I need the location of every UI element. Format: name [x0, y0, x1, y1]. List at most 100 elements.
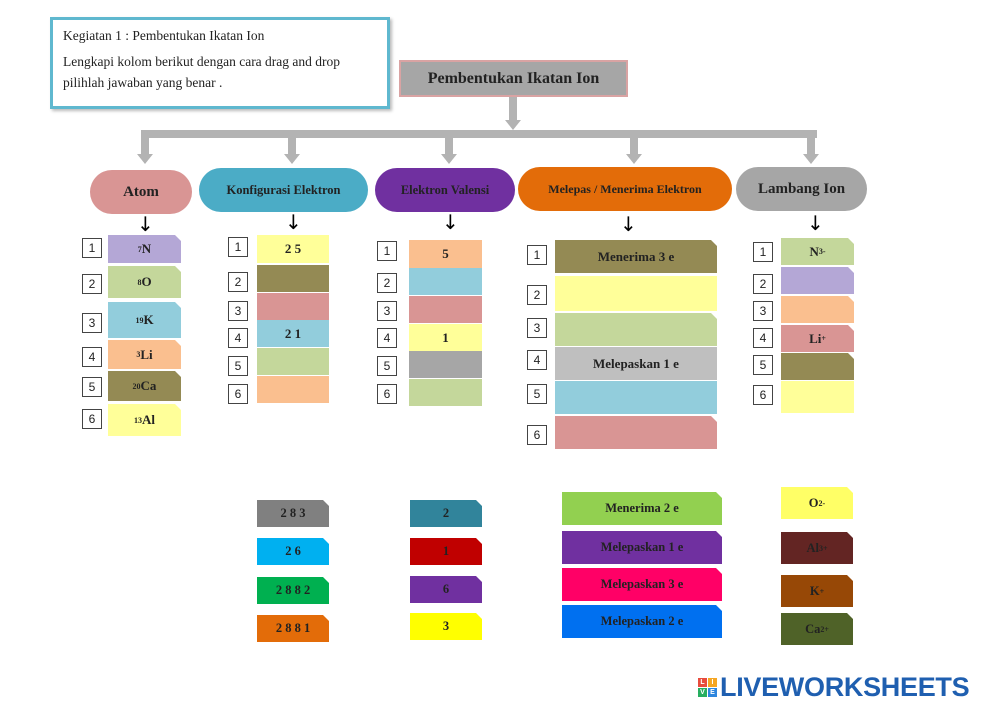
- valensi-cell: 1: [409, 324, 482, 351]
- konfigurasi-drop-target[interactable]: [257, 376, 329, 403]
- melepas-drop-target[interactable]: [555, 276, 717, 311]
- drag-tile-valensi[interactable]: 1: [410, 538, 482, 565]
- header-melepas: Melepas / Menerima Elektron: [518, 167, 732, 211]
- instructions-box: Kegiatan 1 : Pembentukan Ikatan Ion Leng…: [50, 17, 390, 109]
- row-number: 4: [527, 350, 547, 370]
- arrow-down-icon: ↓: [620, 212, 637, 236]
- drag-tile-valensi[interactable]: 6: [410, 576, 482, 603]
- connector-branch-atom: [141, 130, 149, 154]
- drag-tile-lambang[interactable]: K+: [781, 575, 853, 607]
- row-number: 3: [228, 301, 248, 321]
- row-number: 5: [377, 356, 397, 376]
- arrow-down-icon: ↓: [285, 210, 302, 234]
- row-number: 2: [527, 285, 547, 305]
- row-number: 6: [377, 384, 397, 404]
- lambang-drop-target[interactable]: [781, 296, 854, 323]
- diagram-title: Pembentukan Ikatan Ion: [399, 60, 628, 97]
- drag-tile-konfigurasi[interactable]: 2 8 3: [257, 500, 329, 527]
- row-number: 5: [753, 355, 773, 375]
- konfigurasi-drop-target[interactable]: [257, 293, 329, 320]
- row-number: 5: [228, 356, 248, 376]
- row-number: 1: [82, 238, 102, 258]
- logo-text: LIVEWORKSHEETS: [720, 672, 970, 702]
- instruction-line-1: Lengkapi kolom berikut dengan cara drag …: [63, 54, 341, 70]
- connector-branch-konfigurasi: [288, 130, 296, 154]
- row-number: 6: [82, 409, 102, 429]
- header-atom: Atom: [90, 170, 192, 214]
- row-number: 2: [82, 274, 102, 294]
- valensi-cell: 5: [409, 240, 482, 268]
- connector-bar: [141, 130, 817, 138]
- instruction-line-2: pilihlah jawaban yang benar .: [63, 74, 223, 90]
- liveworksheets-logo: L I V E LIVEWORKSHEETS: [698, 672, 970, 703]
- row-number: 5: [527, 384, 547, 404]
- connector-branch-lambang: [807, 130, 815, 154]
- drag-tile-melepas[interactable]: Melepaskan 2 e: [562, 605, 722, 638]
- row-number: 1: [377, 241, 397, 261]
- drag-tile-valensi[interactable]: 3: [410, 613, 482, 640]
- drag-tile-konfigurasi[interactable]: 2 8 8 1: [257, 615, 329, 642]
- row-number: 3: [527, 318, 547, 338]
- arrow-down-icon: ↓: [807, 211, 824, 235]
- row-number: 3: [753, 301, 773, 321]
- row-number: 5: [82, 377, 102, 397]
- connector-arrowhead: [441, 154, 457, 164]
- header-valensi: Elektron Valensi: [375, 168, 515, 212]
- row-number: 2: [377, 273, 397, 293]
- valensi-drop-target[interactable]: [409, 296, 482, 323]
- row-number: 2: [753, 274, 773, 294]
- valensi-drop-target[interactable]: [409, 268, 482, 295]
- connector-arrowhead: [137, 154, 153, 164]
- header-konfigurasi: Konfigurasi Elektron: [199, 168, 368, 212]
- valensi-drop-target[interactable]: [409, 379, 482, 406]
- lambang-drop-target[interactable]: [781, 353, 854, 380]
- connector-arrowhead: [284, 154, 300, 164]
- row-number: 3: [82, 313, 102, 333]
- row-number: 1: [753, 242, 773, 262]
- logo-icon: L I V E: [698, 678, 717, 697]
- connector-branch-melepas: [630, 130, 638, 154]
- valensi-drop-target[interactable]: [409, 351, 482, 378]
- melepas-drop-target[interactable]: [555, 313, 717, 346]
- drag-tile-melepas[interactable]: Melepaskan 1 e: [562, 531, 722, 564]
- melepas-drop-target[interactable]: [555, 416, 717, 449]
- row-number: 1: [527, 245, 547, 265]
- row-number: 6: [228, 384, 248, 404]
- drag-tile-melepas[interactable]: Menerima 2 e: [562, 492, 722, 525]
- row-number: 6: [753, 385, 773, 405]
- row-number: 4: [82, 347, 102, 367]
- konfigurasi-drop-target[interactable]: [257, 348, 329, 375]
- row-number: 1: [228, 237, 248, 257]
- activity-title: Kegiatan 1 : Pembentukan Ikatan Ion: [63, 28, 265, 43]
- drag-tile-melepas[interactable]: Melepaskan 3 e: [562, 568, 722, 601]
- connector-trunk: [509, 97, 517, 122]
- row-number: 6: [527, 425, 547, 445]
- melepas-drop-target[interactable]: [555, 381, 717, 414]
- row-number: 3: [377, 301, 397, 321]
- row-number: 4: [753, 328, 773, 348]
- drag-tile-valensi[interactable]: 2: [410, 500, 482, 527]
- drag-tile-konfigurasi[interactable]: 2 6: [257, 538, 329, 565]
- row-number: 4: [228, 328, 248, 348]
- drag-tile-konfigurasi[interactable]: 2 8 8 2: [257, 577, 329, 604]
- konfigurasi-drop-target[interactable]: [257, 265, 329, 292]
- melepas-cell: Menerima 3 e: [555, 240, 717, 273]
- row-number: 2: [228, 272, 248, 292]
- konfigurasi-cell: 2 1: [257, 320, 329, 347]
- arrow-down-icon: ↓: [442, 210, 459, 234]
- lambang-drop-target[interactable]: [781, 267, 854, 294]
- connector-arrowhead: [505, 120, 521, 130]
- connector-arrowhead: [626, 154, 642, 164]
- arrow-down-icon: ↓: [137, 212, 154, 236]
- lambang-drop-target[interactable]: [781, 381, 854, 413]
- melepas-cell: Melepaskan 1 e: [555, 347, 717, 380]
